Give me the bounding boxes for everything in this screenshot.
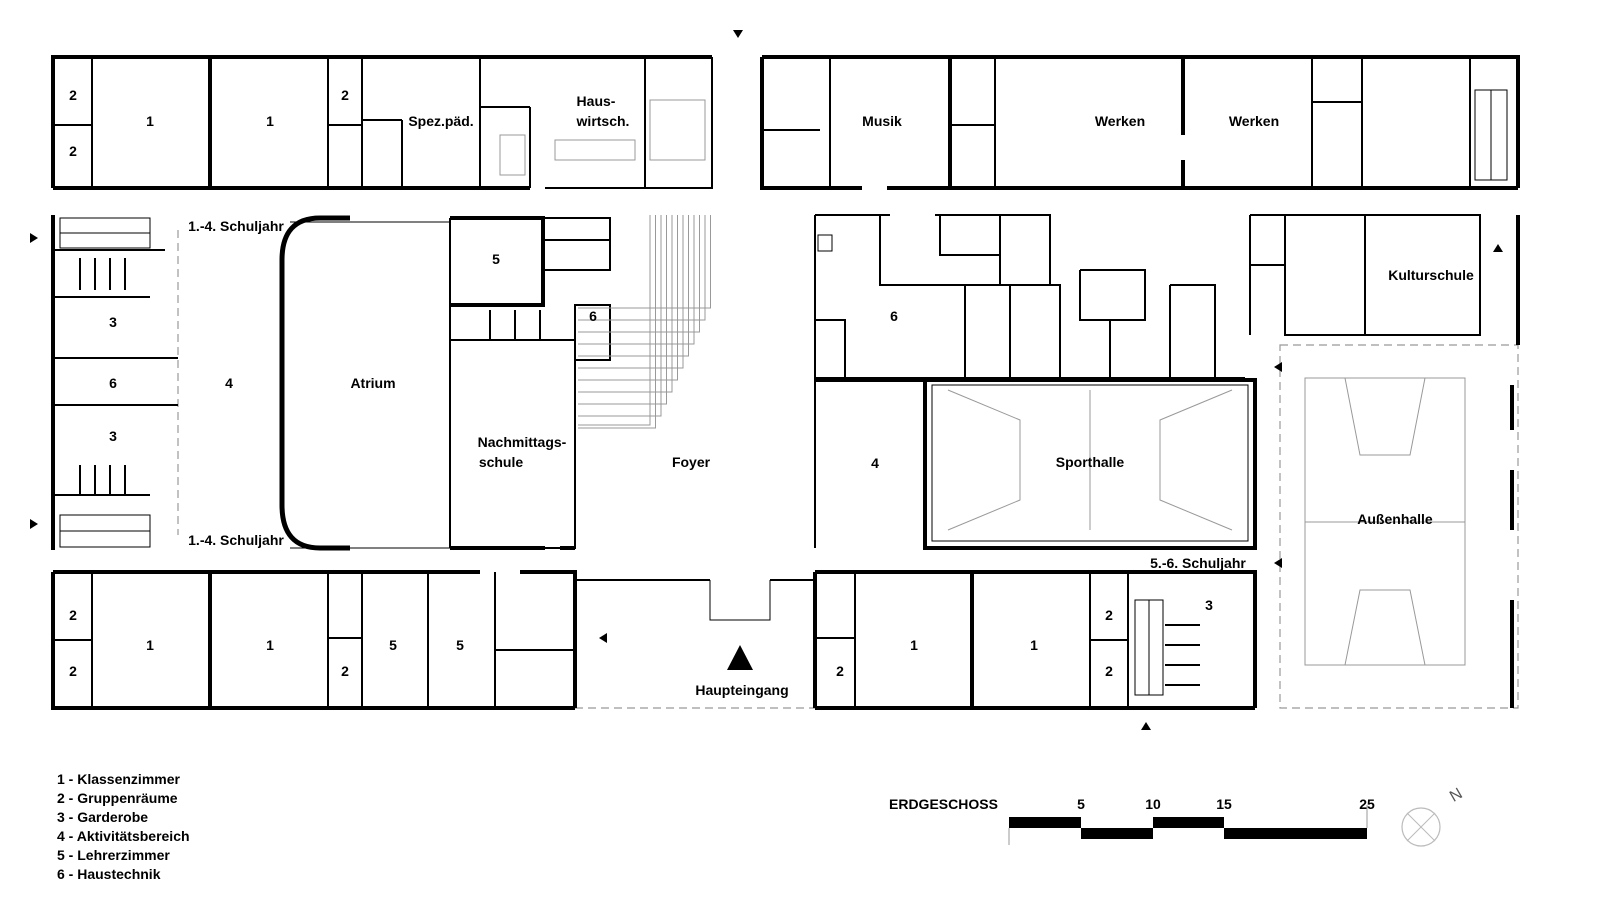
room-label: Spez.päd.	[408, 113, 473, 129]
legend-item: 4 - Aktivitätsbereich	[57, 828, 190, 844]
step-line	[578, 215, 656, 429]
arrow-icon	[599, 633, 607, 643]
room-label: 1	[1030, 637, 1038, 653]
room-label: 5	[492, 251, 500, 267]
room-label: 2	[341, 663, 349, 679]
step-line	[578, 215, 651, 426]
central-left-blocks	[450, 216, 611, 550]
atrium-walls	[279, 215, 451, 551]
entry-arrows	[30, 30, 1503, 730]
room-label: Atrium	[350, 375, 395, 391]
room-label: 2	[1105, 663, 1113, 679]
room-label: Werken	[1095, 113, 1145, 129]
step-line	[578, 215, 673, 393]
arrow-icon	[1274, 362, 1282, 372]
room-label: 2	[69, 143, 77, 159]
north-wing-right	[760, 57, 1518, 190]
stair-west-top	[59, 217, 151, 249]
outer-walls	[51, 55, 1520, 710]
dashed-outlines	[177, 230, 1519, 709]
room-label: Kulturschule	[1388, 267, 1474, 283]
south-wing-right	[813, 570, 1257, 708]
step-line	[578, 215, 678, 381]
room-label: 1.-4. Schuljahr	[188, 532, 284, 548]
room-label: 2	[836, 663, 844, 679]
room-label: Haupteingang	[695, 682, 788, 698]
step-line	[578, 215, 695, 345]
sporthalle	[815, 378, 1257, 550]
room-label: 2	[1105, 607, 1113, 623]
room-label: 2	[69, 663, 77, 679]
room-label: schule	[479, 454, 524, 470]
legend-item: 6 - Haustechnik	[57, 866, 161, 882]
room-label: 2	[69, 607, 77, 623]
floor-title: ERDGESCHOSS	[889, 796, 998, 812]
scale-tick: 15	[1216, 796, 1232, 812]
arrow-icon	[1493, 244, 1503, 252]
stair-west-bottom	[59, 514, 151, 548]
seating-steps	[578, 215, 711, 429]
arrow-icon	[733, 30, 743, 38]
scale-bar: ERDGESCHOSS 5 10 15 25	[889, 796, 1375, 845]
room-label: 4	[871, 455, 879, 471]
legend-item: 3 - Garderobe	[57, 809, 148, 825]
room-label: 4	[225, 375, 233, 391]
south-wing-left	[53, 570, 577, 708]
room-label: 2	[69, 87, 77, 103]
room-label: 3	[1205, 597, 1213, 613]
step-line	[578, 215, 706, 321]
scale-tick: 10	[1145, 796, 1161, 812]
room-label: 2	[341, 87, 349, 103]
entrance-arrow-icon	[727, 645, 753, 670]
room-label: Werken	[1229, 113, 1279, 129]
legend-item: 5 - Lehrerzimmer	[57, 847, 170, 863]
step-line	[578, 215, 689, 357]
room-label: 1	[910, 637, 918, 653]
room-label: wirtsch.	[576, 113, 630, 129]
step-line	[578, 215, 711, 309]
room-label: 6	[589, 308, 597, 324]
room-label: Nachmittags-	[478, 434, 567, 450]
stair-south-east	[1134, 599, 1164, 696]
room-label: 1	[146, 113, 154, 129]
arrow-icon	[30, 519, 38, 529]
room-label: Außenhalle	[1357, 511, 1433, 527]
room-label: 6	[890, 308, 898, 324]
arrow-icon	[30, 233, 38, 243]
north-wing-left	[53, 57, 713, 190]
arrow-icon	[1141, 722, 1151, 730]
room-label: 1.-4. Schuljahr	[188, 218, 284, 234]
entrance	[575, 579, 815, 670]
scale-tick: 5	[1077, 796, 1085, 812]
arrow-icon	[1274, 558, 1282, 568]
step-line	[578, 215, 662, 417]
north-arrow-icon: N	[1401, 785, 1466, 847]
scale-tick: 25	[1359, 796, 1375, 812]
room-label: Sporthalle	[1056, 454, 1125, 470]
legend-item: 2 - Gruppenräume	[57, 790, 178, 806]
room-label: Foyer	[672, 454, 711, 470]
room-label: Haus-	[577, 93, 616, 109]
room-label: 3	[109, 428, 117, 444]
step-line	[578, 215, 684, 369]
room-labels: 2 2 1 1 2 Spez.päd. Haus- wirtsch. Musik…	[69, 87, 1474, 698]
legend-item: 1 - Klassenzimmer	[57, 771, 180, 787]
room-label: 6	[109, 375, 117, 391]
room-label: 5	[389, 637, 397, 653]
room-label: Musik	[862, 113, 902, 129]
room-label: 1	[266, 113, 274, 129]
aussenhalle-court	[1304, 377, 1466, 666]
legend: 1 - Klassenzimmer 2 - Gruppenräume 3 - G…	[57, 771, 190, 882]
stair-north-east	[1474, 89, 1508, 181]
step-line	[578, 215, 667, 405]
step-line	[578, 215, 700, 333]
room-label: 5	[456, 637, 464, 653]
north-label: N	[1447, 785, 1466, 806]
room-label: 3	[109, 314, 117, 330]
room-label: 5.-6. Schuljahr	[1150, 555, 1246, 571]
kulturschule-area	[1249, 214, 1481, 336]
room-label: 1	[266, 637, 274, 653]
west-wing	[53, 217, 178, 548]
room-label: 1	[146, 637, 154, 653]
